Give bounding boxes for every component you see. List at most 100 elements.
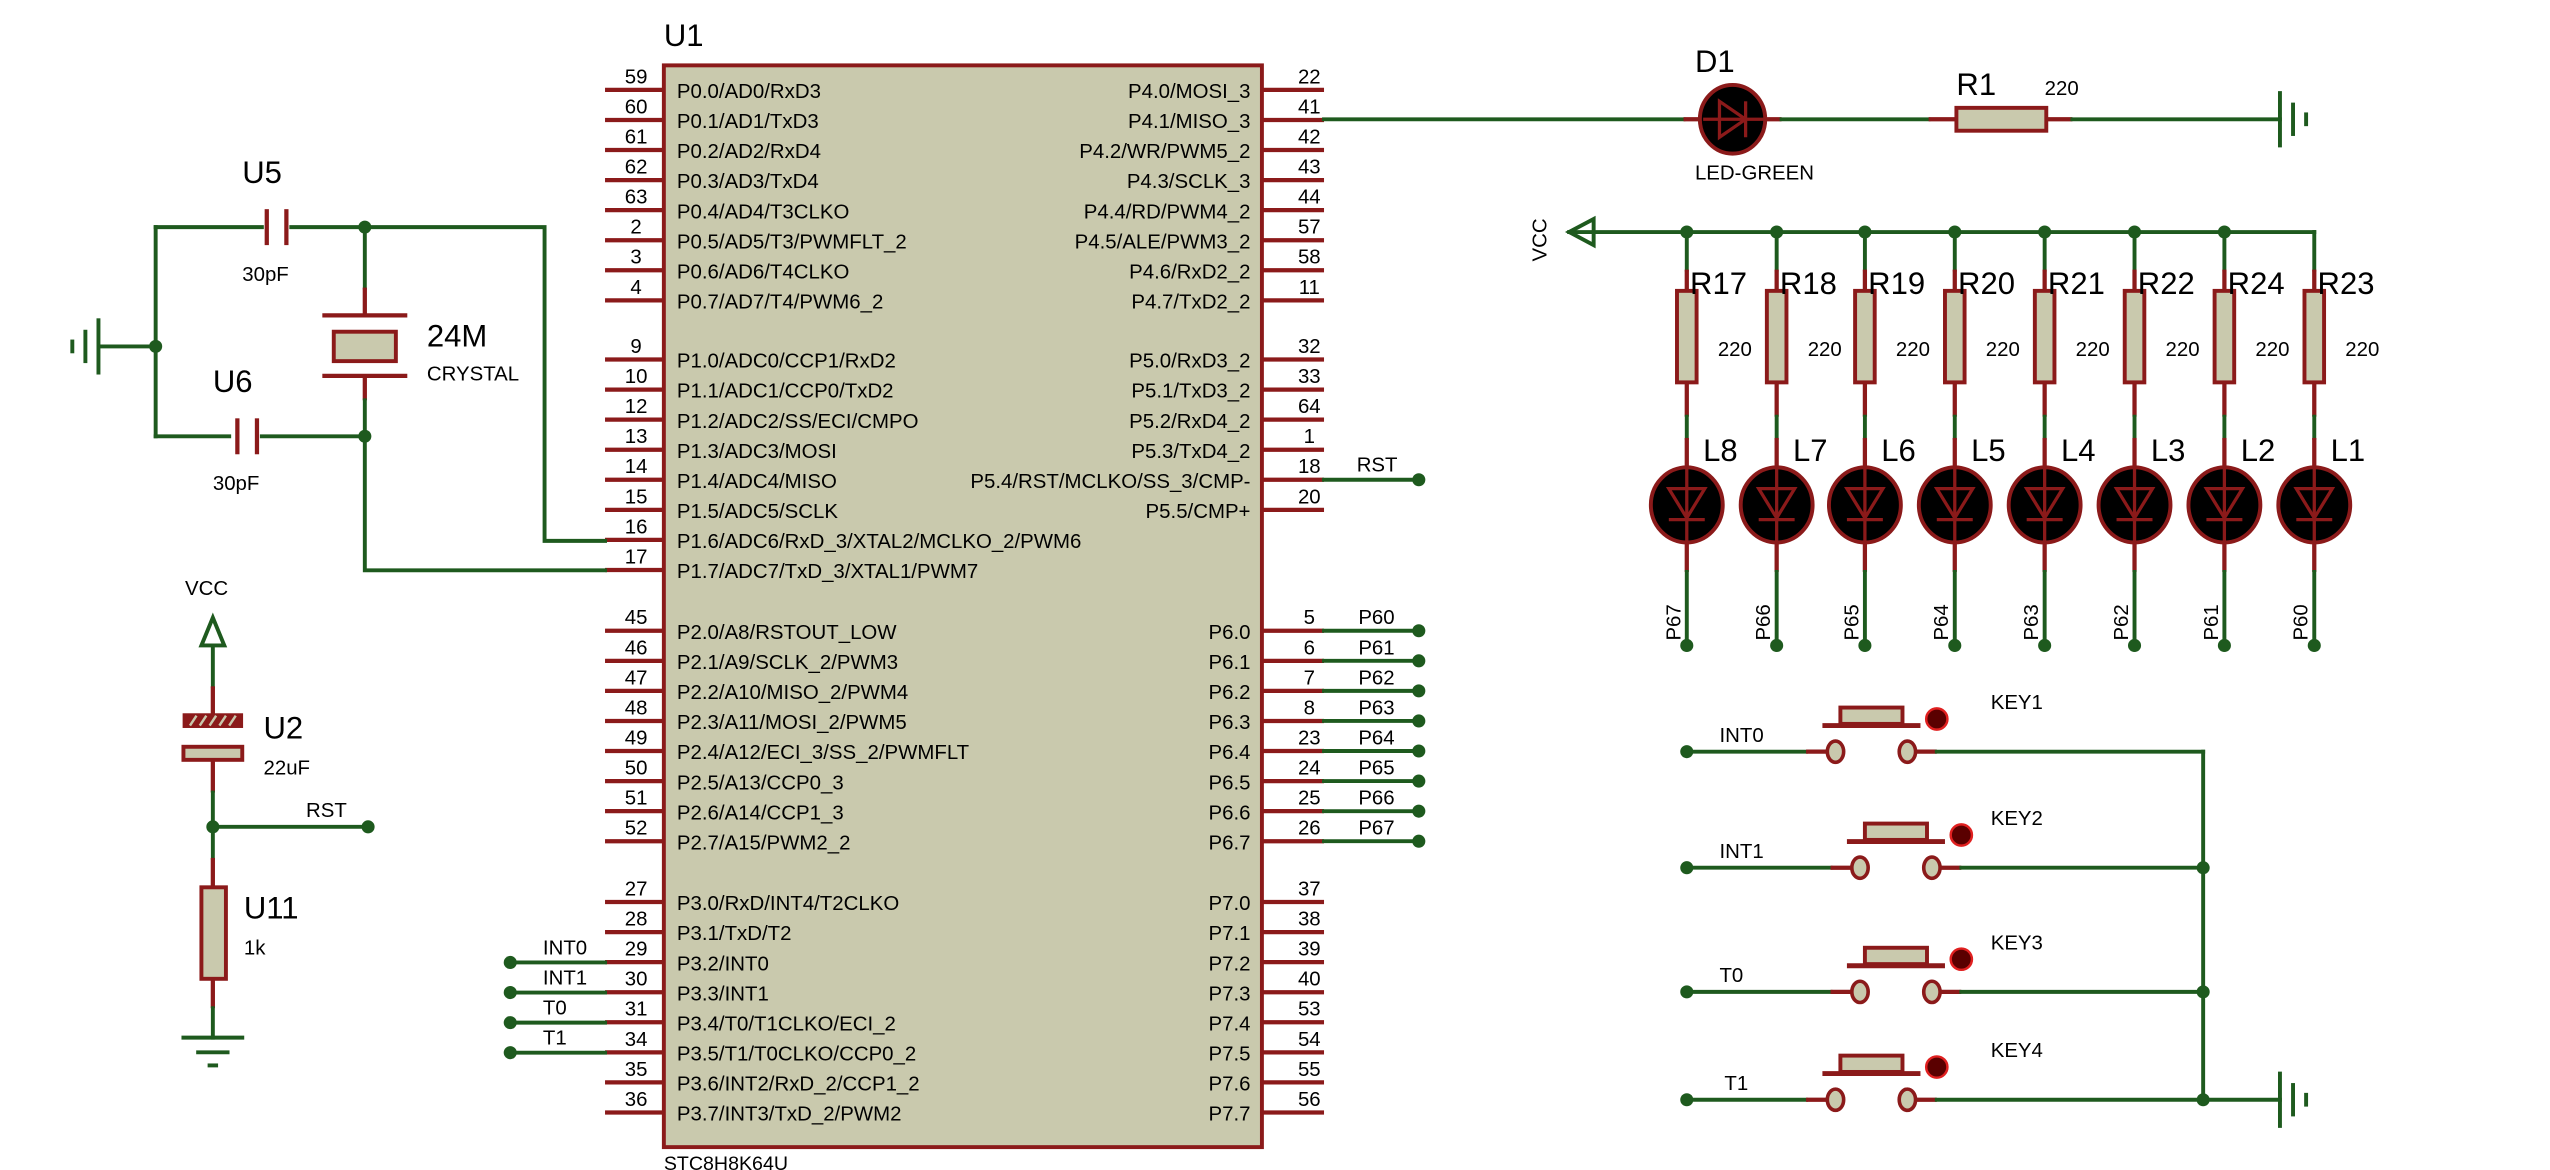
resistor-body <box>2302 288 2327 385</box>
pin-label: P0.0/AD0/RxD3 <box>677 81 821 103</box>
pin-number: 38 <box>1298 909 1321 931</box>
net-label: P60 <box>2291 604 2313 640</box>
pushbutton-key4[interactable] <box>1822 1053 1949 1113</box>
led-reference: L3 <box>2151 433 2186 468</box>
net-terminal <box>2127 638 2142 652</box>
capacitor-value: 30pF <box>242 264 289 286</box>
pin-number: 36 <box>625 1089 648 1111</box>
resistor-body <box>1943 288 1967 385</box>
resistor-value: 220 <box>1986 339 2020 361</box>
capacitor-plate-negative <box>181 744 245 762</box>
pin-number: 15 <box>625 486 648 508</box>
pin-number: 1 <box>1304 426 1315 448</box>
chip-reference: U1 <box>664 18 704 53</box>
switch-contact <box>1850 855 1870 881</box>
pin-number: 31 <box>625 999 648 1021</box>
pin-label: P0.4/AD4/T3CLKO <box>677 201 849 223</box>
pin-label: P3.7/INT3/TxD_2/PWM2 <box>677 1104 902 1126</box>
pin-number: 37 <box>1298 878 1321 900</box>
net-terminal <box>1948 638 1962 652</box>
net-label: P63 <box>2021 604 2043 640</box>
junction-dot <box>358 429 372 443</box>
switch-contact <box>1850 979 1870 1005</box>
pin-number: 29 <box>625 939 648 961</box>
net-label-rst: RST <box>306 800 347 822</box>
pin-label: P3.0/RxD/INT4/T2CLKO <box>677 893 899 915</box>
pin-label: P4.4/RD/PWM4_2 <box>1084 201 1251 223</box>
pin-label: P1.5/ADC5/SCLK <box>677 501 838 523</box>
pin-number: 44 <box>1298 187 1321 209</box>
diode-triangle-icon <box>2113 486 2156 522</box>
net-label: T0 <box>1719 965 1743 987</box>
pin-number: 22 <box>1298 66 1321 88</box>
pin-number: 9 <box>630 336 641 358</box>
pin-label: P1.1/ADC1/CCP0/TxD2 <box>677 381 894 403</box>
pin-number: 60 <box>625 96 648 118</box>
net-terminal <box>1412 473 1426 487</box>
switch-contact <box>1921 855 1942 881</box>
diode-triangle-icon <box>1844 486 1886 522</box>
pin-label: P2.0/A8/RSTOUT_LOW <box>677 622 897 644</box>
net-label: P63 <box>1358 697 1394 719</box>
pin-number: 24 <box>1298 758 1321 780</box>
net-terminal <box>1412 654 1426 668</box>
resistor-reference: U11 <box>244 890 299 925</box>
power-arrow-icon <box>198 612 228 648</box>
pin-label: P2.1/A9/SCLK_2/PWM3 <box>677 652 898 674</box>
pushbutton-key1[interactable] <box>1822 705 1949 765</box>
pin-number: 16 <box>625 516 648 538</box>
led-reference: L5 <box>1971 433 2006 468</box>
net-label: P61 <box>1358 637 1394 659</box>
capacitor-reference: U6 <box>213 364 253 399</box>
pin-number: 56 <box>1298 1089 1321 1111</box>
pin-number: 34 <box>625 1029 648 1051</box>
diode-triangle-icon <box>1755 486 1798 522</box>
diode-triangle-icon <box>1933 486 1976 522</box>
toggle-indicator-icon <box>1924 707 1949 731</box>
vcc-label: VCC <box>1529 218 1551 261</box>
pin-label: P4.6/RxD2_2 <box>1129 261 1250 283</box>
toggle-indicator-icon <box>1949 947 1974 972</box>
diode-triangle-icon <box>2203 486 2246 522</box>
pin-number: 11 <box>1299 277 1320 299</box>
resistor-value: 220 <box>1808 339 1842 361</box>
resistor-value: 220 <box>2255 339 2289 361</box>
pin-number: 10 <box>625 366 648 388</box>
pin-label: P6.6 <box>1209 802 1251 824</box>
resistor-value: 220 <box>1896 339 1930 361</box>
resistor-reference: R23 <box>2318 266 2375 301</box>
net-terminal <box>1412 624 1426 638</box>
capacitor-value: 22uF <box>264 758 311 780</box>
pin-number: 18 <box>1298 456 1321 478</box>
pin-label: P6.1 <box>1209 652 1251 674</box>
net-terminal <box>503 955 517 970</box>
pin-number: 26 <box>1298 818 1321 840</box>
pin-label: P0.7/AD7/T4/PWM6_2 <box>677 292 883 314</box>
pushbutton-key2[interactable] <box>1846 821 1974 881</box>
led-reference: L6 <box>1881 433 1916 468</box>
pin-number: 47 <box>625 667 648 689</box>
pushbutton-key3[interactable] <box>1846 945 1974 1005</box>
capacitor-hatch <box>228 715 237 727</box>
pin-label: P0.1/AD1/TxD3 <box>677 111 819 133</box>
net-label: INT1 <box>543 967 587 989</box>
pin-number: 3 <box>630 247 641 269</box>
pin-label: P3.3/INT1 <box>677 983 769 1005</box>
pin-number: 33 <box>1298 366 1321 388</box>
pin-label: P3.1/TxD/T2 <box>677 923 792 945</box>
net-label: INT0 <box>1719 725 1763 747</box>
led-reference: D1 <box>1695 44 1735 79</box>
net-label: T1 <box>543 1028 567 1050</box>
net-label: P62 <box>1358 667 1394 689</box>
pin-label: P0.3/AD3/TxD4 <box>677 171 819 193</box>
pin-label: P1.4/ADC4/MISO <box>677 471 837 493</box>
key-reference: KEY2 <box>1991 808 2043 830</box>
pin-label: P3.5/T1/T0CLKO/CCP0_2 <box>677 1044 916 1066</box>
pin-number: 53 <box>1298 999 1321 1021</box>
pin-number: 35 <box>625 1059 648 1081</box>
pin-number: 6 <box>1304 637 1315 659</box>
pin-label: P7.6 <box>1209 1074 1251 1096</box>
pin-number: 2 <box>630 217 641 239</box>
pin-number: 58 <box>1298 247 1321 269</box>
